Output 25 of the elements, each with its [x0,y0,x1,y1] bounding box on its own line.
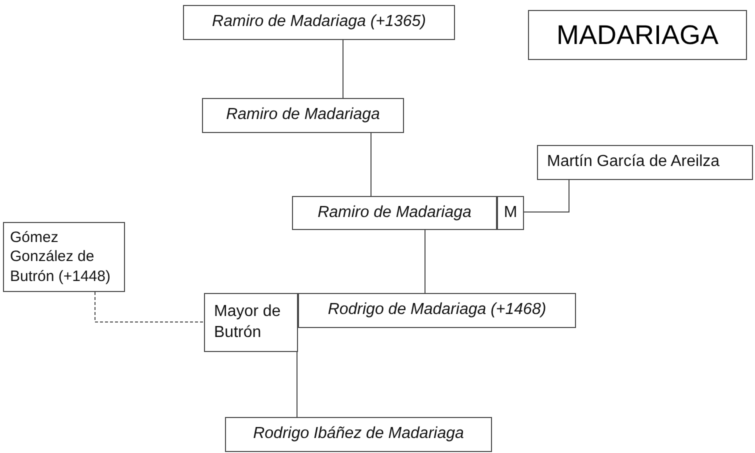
person-name: Rodrigo de Madariaga (+1468) [328,300,546,320]
title-box: MADARIAGA [528,10,747,60]
person-box [497,196,524,230]
dashed-connector [94,292,204,322]
person-box [298,293,576,328]
person-box [225,417,492,452]
person-box [537,145,753,180]
person-name: Ramiro de Madariaga [226,105,380,126]
person-box [292,196,497,230]
person-name: Gómez González de Butrón (+1448) [10,228,112,286]
person-name: Ramiro de Madariaga [318,202,472,223]
connector-line [370,132,372,196]
person-name: Rodrigo Ibáñez de Madariaga [253,424,464,444]
connector-line [342,40,344,98]
person-name: Martín García de Areilza [547,152,720,172]
connector-line [424,230,426,294]
person-name: Ramiro de Madariaga (+1365) [212,12,426,32]
connector-line [524,180,570,212]
person-box [3,222,125,292]
person-name: Mayor de Butrón [214,302,282,342]
person-box [202,98,404,133]
person-box [183,5,455,40]
person-name: M [504,202,518,223]
connector-line [296,352,298,418]
person-box [204,293,298,352]
